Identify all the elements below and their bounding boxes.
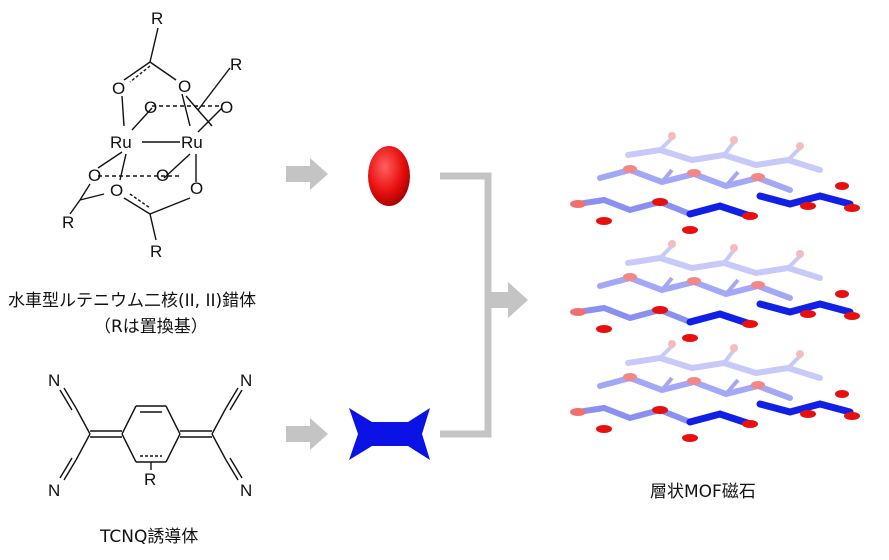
atom-r-top-right: R <box>230 55 242 74</box>
atom-n-top-left: N <box>48 371 60 390</box>
tcnq-label: TCNQ誘導体 <box>100 527 199 547</box>
atom-r-top: R <box>151 9 163 28</box>
atom-r-ring: R <box>144 470 156 489</box>
atom-o: O <box>220 98 233 117</box>
atom-o: O <box>88 166 101 185</box>
atom-ru-left: Ru <box>110 133 132 152</box>
atom-n-bottom-left: N <box>48 481 60 500</box>
atom-o: O <box>156 166 169 185</box>
arrow-right-icon <box>488 282 528 318</box>
mof-layer <box>570 340 860 442</box>
arrow-right-icon <box>286 158 328 190</box>
atom-o: O <box>190 179 203 198</box>
merge-arrow-icon <box>440 172 492 438</box>
red-ellipse-icon <box>368 146 410 206</box>
mof-layer <box>570 132 860 234</box>
mof-layer <box>570 240 860 342</box>
atom-o: O <box>112 79 125 98</box>
ru-complex-atoms: R R O O O O Ru Ru O O O O R R <box>62 9 242 261</box>
product-label: 層状MOF磁石 <box>650 482 756 502</box>
tcnq-structure <box>59 387 243 481</box>
blue-linker-icon <box>349 408 430 460</box>
atom-o: O <box>144 98 157 117</box>
atom-o: O <box>110 181 123 200</box>
arrow-right-icon <box>286 418 328 450</box>
atom-o: O <box>178 77 191 96</box>
atom-n-bottom-right: N <box>240 481 252 500</box>
atom-n-top-right: N <box>240 371 252 390</box>
tcnq-atoms: N N N N R <box>48 371 252 500</box>
ru-complex-sublabel: （Rは置換基） <box>94 317 208 337</box>
atom-ru-right: Ru <box>181 133 203 152</box>
atom-r-bottom: R <box>150 242 162 261</box>
atom-r-left: R <box>62 213 74 232</box>
ru-complex-structure <box>69 27 231 241</box>
ru-complex-label: 水車型ルテニウム二核(II, II)錯体 <box>8 291 257 311</box>
